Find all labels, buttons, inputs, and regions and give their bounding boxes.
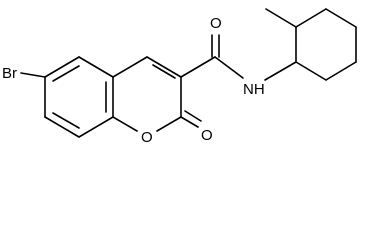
bond <box>325 8 357 28</box>
bond <box>78 116 114 138</box>
bond <box>78 56 114 78</box>
ring-oxygen-label: O <box>141 129 153 146</box>
bond <box>146 56 182 78</box>
bond <box>112 56 148 78</box>
bond <box>20 72 46 78</box>
bond <box>214 56 244 79</box>
bond <box>325 61 357 81</box>
bond <box>295 8 327 28</box>
molecule-diagram: Br O NH O O <box>2 8 357 146</box>
bond <box>156 116 182 132</box>
bond <box>52 112 80 129</box>
bond <box>112 116 138 132</box>
bromine-label: Br <box>2 65 17 82</box>
bond <box>265 8 297 28</box>
bond <box>264 61 297 81</box>
bond <box>44 56 80 78</box>
bond <box>152 64 176 79</box>
amide-oxygen-label: O <box>210 15 222 32</box>
bond <box>184 110 202 122</box>
amide-nitrogen-label: NH <box>243 81 265 98</box>
atom-label-layer: Br O NH O O <box>2 15 265 146</box>
bond <box>52 65 80 82</box>
bond <box>295 61 327 81</box>
bond <box>180 116 199 128</box>
lactone-carbonyl-oxygen-label: O <box>201 127 213 144</box>
bond-layer <box>20 8 357 138</box>
bond <box>180 56 216 78</box>
bond <box>44 116 80 138</box>
